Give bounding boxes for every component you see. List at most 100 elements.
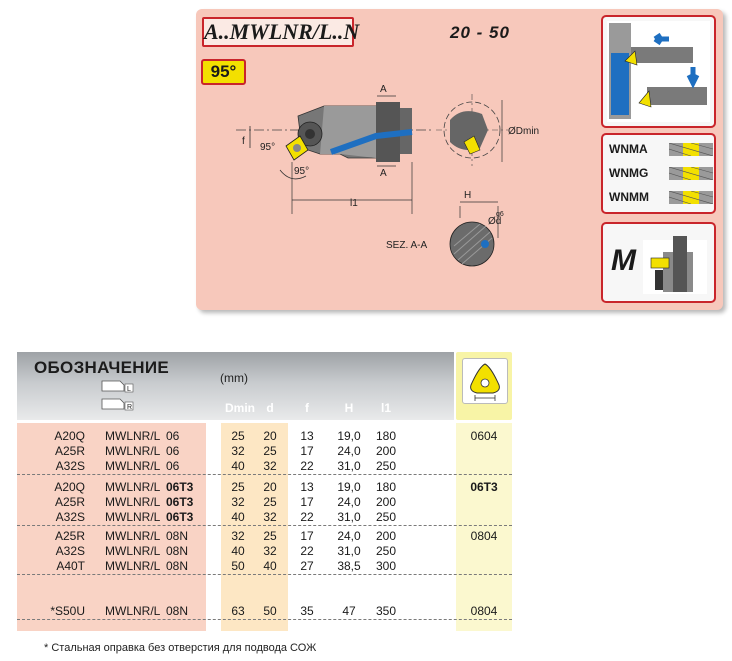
cell-d: 40 (263, 559, 277, 573)
lever-clamp-icon (643, 236, 707, 294)
hand-orientation-icon: L R (101, 380, 134, 411)
cell-suffix: 06 (166, 459, 180, 473)
cell-insert: 0804 (470, 604, 498, 618)
cell-suffix: 06 (166, 444, 180, 458)
cell-f: 17 (300, 495, 314, 509)
dim-dmin-label: ØDmin (508, 126, 539, 137)
col-header-h: H (344, 401, 354, 415)
cell-prefix: A32S (55, 510, 85, 524)
insert-type-label: WNMM (609, 190, 649, 204)
clamping-system-panel (601, 222, 716, 303)
insert-profile-wnmm-icon (669, 191, 713, 204)
cell-prefix: A20Q (54, 480, 85, 494)
cell-h: 38,5 (337, 559, 361, 573)
section-mark-top: A (380, 84, 387, 95)
cell-f: 22 (300, 544, 314, 558)
cell-dmin: 40 (231, 459, 245, 473)
cell-d: 20 (263, 480, 277, 494)
cell-prefix: A25R (54, 529, 85, 543)
cell-suffix: 06T3 (166, 495, 194, 509)
col-header-dmin: Dmin (225, 401, 255, 415)
insert-profile-wnmg-icon (669, 167, 713, 180)
section-mark-bottom: A (380, 168, 387, 179)
cell-l1: 250 (375, 544, 397, 558)
clamping-system-letter: M (611, 244, 636, 277)
cell-f: 22 (300, 510, 314, 524)
cell-dmin: 32 (231, 495, 245, 509)
cell-h: 19,0 (337, 429, 361, 443)
hand-left-label: L (127, 386, 131, 393)
machining-direction-icon (607, 21, 710, 122)
cell-d: 25 (263, 444, 277, 458)
cell-h: 31,0 (337, 544, 361, 558)
cell-code: MWLNR/L (105, 510, 161, 524)
cell-f: 17 (300, 529, 314, 543)
section-aa-label: SEZ. A-A (386, 240, 427, 251)
cell-d: 32 (263, 459, 277, 473)
angle-label-1: 95° (260, 142, 275, 153)
designation-column-band (17, 423, 206, 631)
cell-dmin: 40 (231, 510, 245, 524)
cell-prefix: A32S (55, 459, 85, 473)
insert-type-label: WNMG (609, 166, 649, 180)
cell-suffix: 06 (166, 429, 180, 443)
cell-code: MWLNR/L (105, 559, 161, 573)
tolerance-g6-label: g6 (496, 211, 504, 218)
cell-d: 32 (263, 510, 277, 524)
table-header (17, 352, 454, 420)
col-header-f: f (305, 401, 309, 415)
cell-dmin: 40 (231, 544, 245, 558)
cell-h: 24,0 (337, 529, 361, 543)
dim-l1-label: l1 (350, 198, 358, 209)
boring-bar-drawing: f 95° 95° l1 A A ØDmin H g6 Ød SEZ. A-A (236, 84, 539, 267)
tool-code-title: A..MWLNR/L..N (202, 17, 359, 47)
cell-dmin: 32 (231, 444, 245, 458)
cell-prefix: A32S (55, 544, 85, 558)
cell-f: 22 (300, 459, 314, 473)
cell-dmin: 25 (231, 480, 245, 494)
cell-prefix: A20Q (54, 429, 85, 443)
dmin-column-band (221, 423, 288, 631)
cell-d: 25 (263, 529, 277, 543)
insert-types-panel: WNMA WNMG WNMM (601, 133, 716, 214)
cell-suffix: 08N (166, 559, 189, 573)
trigon-insert-icon (470, 363, 500, 401)
cell-h: 47 (342, 604, 356, 618)
cell-l1: 200 (375, 495, 397, 509)
angle-badge: 95° (201, 59, 246, 85)
col-header-d: d (266, 401, 274, 415)
angle-label-2: 95° (294, 166, 309, 177)
cell-code: MWLNR/L (105, 429, 161, 443)
insert-type-row: WNMM (609, 189, 713, 207)
cell-code: MWLNR/L (105, 544, 161, 558)
cell-dmin: 25 (231, 429, 245, 443)
cell-code: MWLNR/L (105, 604, 161, 618)
cell-suffix: 08N (166, 544, 189, 558)
cell-h: 19,0 (337, 480, 361, 494)
cell-insert: 0604 (470, 429, 498, 443)
cell-l1: 180 (375, 480, 397, 494)
dim-h-label: H (464, 190, 471, 201)
cell-h: 31,0 (337, 510, 361, 524)
cell-l1: 350 (375, 604, 397, 618)
hand-right-label: R (127, 404, 132, 411)
footnote: * Стальная оправка без отверстия для под… (44, 642, 317, 654)
cell-prefix: A40T (56, 559, 85, 573)
cell-l1: 250 (375, 459, 397, 473)
cell-code: MWLNR/L (105, 495, 161, 509)
table-title: ОБОЗНАЧЕНИЕ (34, 358, 169, 377)
machining-direction-panel (601, 15, 716, 128)
size-range: 20 - 50 (450, 23, 510, 42)
dim-d-label: Ød (488, 216, 501, 227)
cell-h: 24,0 (337, 495, 361, 509)
cell-suffix: 06T3 (166, 480, 194, 494)
cell-prefix: A25R (54, 495, 85, 509)
col-header-l1: l1 (380, 401, 391, 415)
cell-insert: 06T3 (470, 480, 498, 494)
insert-type-row: WNMA (609, 141, 713, 159)
